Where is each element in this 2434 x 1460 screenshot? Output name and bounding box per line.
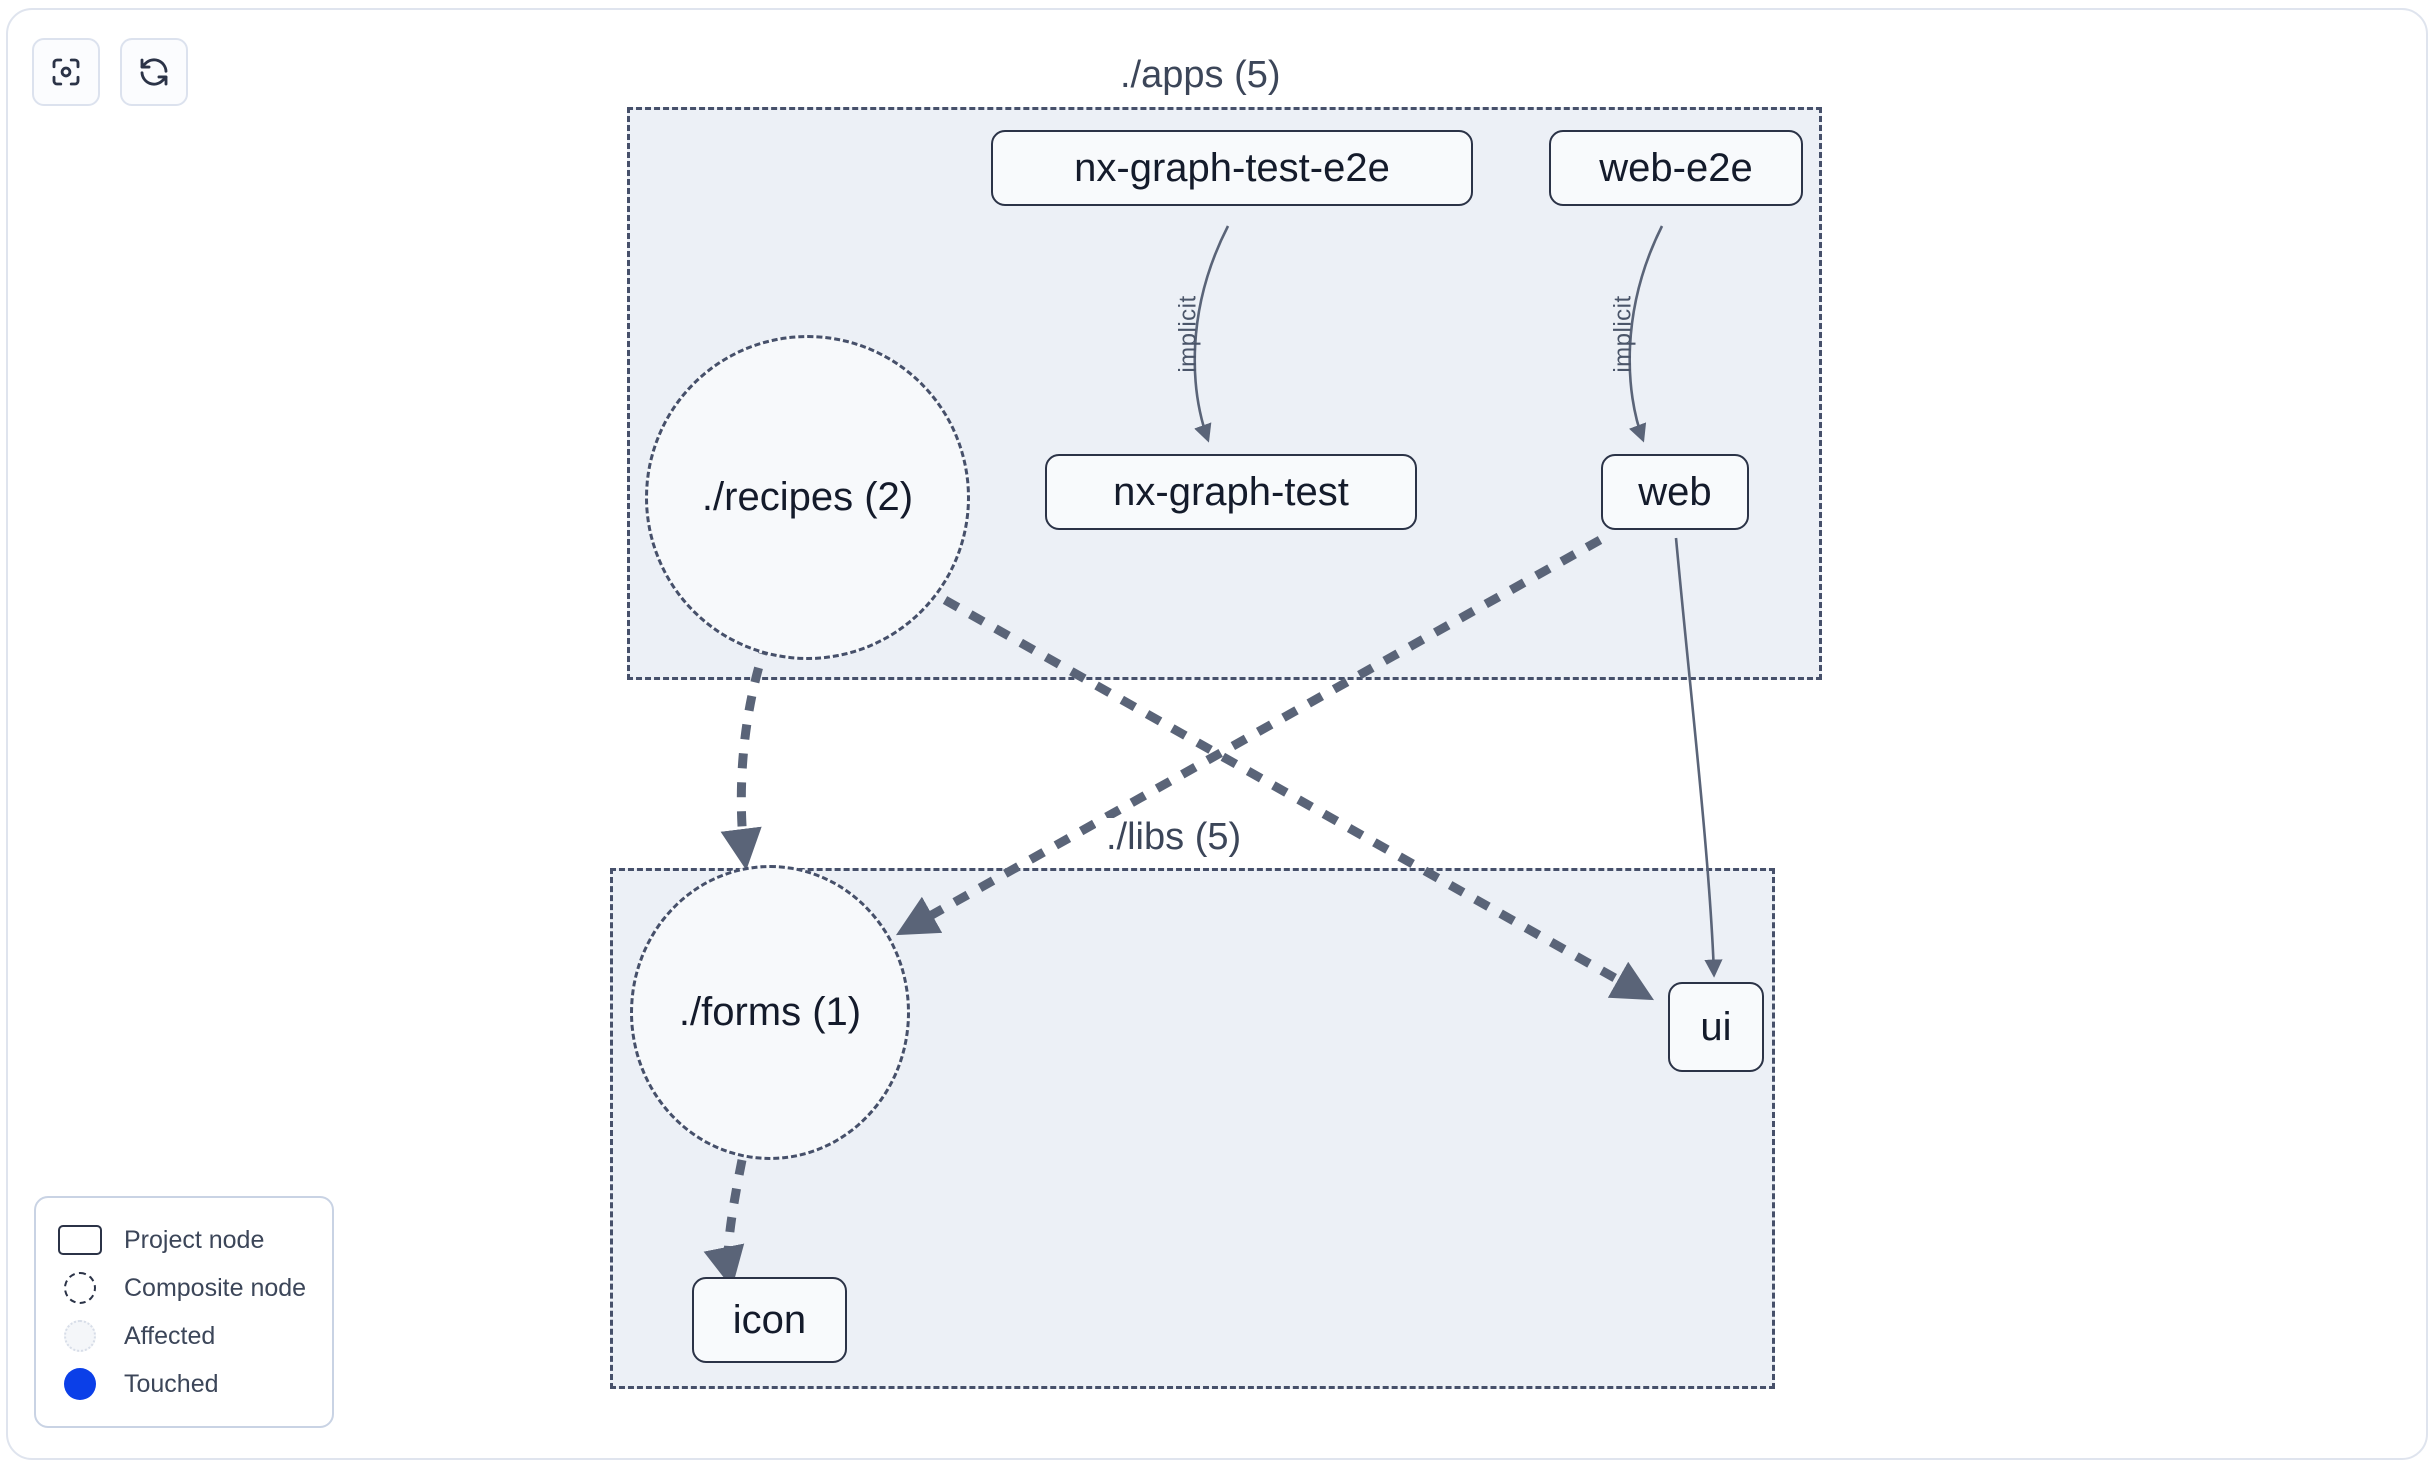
legend-item-label: Project node (124, 1225, 265, 1254)
project-node-label: ui (1700, 1004, 1732, 1049)
project-node-nx-graph-test[interactable]: nx-graph-test (1045, 454, 1417, 530)
project-node-nx-graph-test-e2e[interactable]: nx-graph-test-e2e (991, 130, 1473, 206)
project-node-icon[interactable]: icon (692, 1277, 847, 1363)
project-node-ui[interactable]: ui (1668, 982, 1764, 1072)
project-node-label: icon (732, 1297, 807, 1342)
composite-node-forms[interactable]: ./forms (1) (630, 865, 910, 1160)
project-node-label: web-e2e (1599, 145, 1753, 190)
legend-item-touched: Touched (58, 1360, 310, 1408)
project-node-label: nx-graph-test (1113, 469, 1349, 514)
legend-item-label: Touched (124, 1369, 219, 1398)
project-node-label: nx-graph-test-e2e (1074, 145, 1390, 190)
edge-label-implicit-web: implicit (1609, 295, 1637, 373)
legend-item-project-node: Project node (58, 1216, 310, 1264)
legend-item-affected: Affected (58, 1312, 310, 1360)
composite-node-label: ./recipes (2) (701, 475, 914, 519)
legend-item-composite-node: Composite node (58, 1264, 310, 1312)
graph-toolbar (32, 38, 188, 106)
focus-target-icon (48, 54, 84, 90)
composite-node-recipes[interactable]: ./recipes (2) (645, 335, 970, 660)
legend-item-label: Affected (124, 1321, 216, 1350)
composite-node-label: ./forms (1) (678, 990, 862, 1034)
focus-graph-button[interactable] (32, 38, 100, 106)
project-node-label: web (1638, 469, 1712, 514)
group-label-apps: ./apps (5) (1110, 56, 1291, 94)
refresh-icon (136, 54, 172, 90)
refresh-graph-button[interactable] (120, 38, 188, 106)
touched-swatch (58, 1367, 102, 1401)
legend-item-label: Composite node (124, 1273, 307, 1302)
composite-node-swatch (58, 1271, 102, 1305)
edge-label-implicit-nx-graph-test: implicit (1174, 295, 1202, 373)
graph-legend: Project node Composite node Affected Tou… (34, 1196, 334, 1428)
affected-swatch (58, 1319, 102, 1353)
project-node-web-e2e[interactable]: web-e2e (1549, 130, 1803, 206)
project-node-web[interactable]: web (1601, 454, 1749, 530)
group-label-libs: ./libs (5) (1096, 818, 1252, 856)
project-node-swatch (58, 1223, 102, 1257)
